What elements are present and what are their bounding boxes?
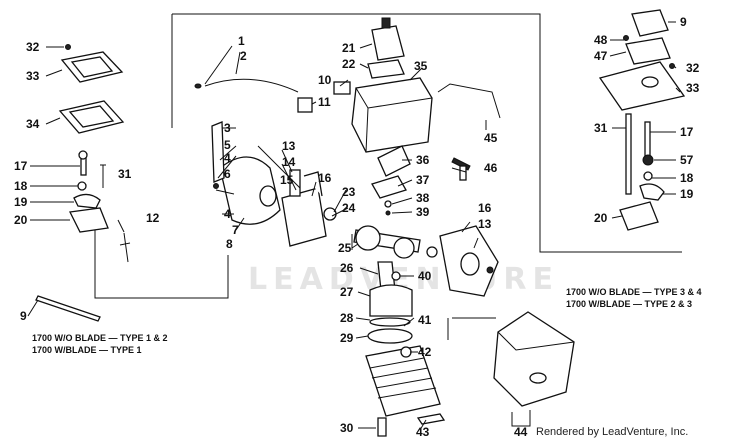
callout-39: 39 (416, 205, 430, 219)
callout-5: 5 (224, 138, 231, 152)
callout-22: 22 (342, 57, 356, 71)
note-left-line-2: 1700 W/BLADE — TYPE 1 (32, 345, 142, 355)
note-left: 1700 W/O BLADE — TYPE 1 & 2 1700 W/BLADE… (32, 332, 168, 356)
callout-19-right: 19 (680, 187, 694, 201)
render-credit: Rendered by LeadVenture, Inc. (536, 426, 689, 438)
muffler (447, 311, 575, 427)
callout-8: 8 (226, 237, 233, 251)
right-bracket-assembly (619, 113, 665, 231)
callout-7: 7 (232, 223, 239, 237)
part-11 (297, 97, 313, 113)
callout-26: 26 (340, 261, 354, 275)
note-right-line-1: 1700 W/O BLADE — TYPE 3 & 4 (566, 287, 702, 297)
callout-34: 34 (26, 117, 40, 131)
callout-45: 45 (484, 131, 498, 145)
callout-2: 2 (240, 49, 247, 63)
callout-41: 41 (418, 313, 432, 327)
callout-29: 29 (340, 331, 354, 345)
frame-line-left-bracket (94, 218, 229, 299)
callout-21: 21 (342, 41, 356, 55)
left-bracket-assembly (35, 150, 131, 322)
callout-16-right: 16 (478, 201, 492, 215)
callout-44: 44 (514, 425, 528, 439)
callout-14: 14 (282, 155, 296, 169)
callout-leaders (27, 21, 681, 431)
callout-33-right: 33 (686, 81, 700, 95)
callout-4-bottom: 4 (224, 207, 231, 221)
callout-37: 37 (416, 173, 430, 187)
callout-13-right: 13 (478, 217, 492, 231)
callout-15: 15 (280, 173, 294, 187)
callout-31-left: 31 (118, 167, 132, 181)
callout-16-left: 16 (318, 171, 332, 185)
screw-46 (459, 165, 467, 181)
callout-3: 3 (224, 121, 231, 135)
callout-24: 24 (342, 201, 356, 215)
callout-43: 43 (416, 425, 430, 439)
callout-9-left: 9 (20, 309, 27, 323)
right-cover-assembly (598, 9, 686, 111)
callout-36: 36 (416, 153, 430, 167)
callout-9-right: 9 (680, 15, 687, 29)
callout-30: 30 (340, 421, 354, 435)
callout-1: 1 (238, 34, 245, 48)
note-left-line-1: 1700 W/O BLADE — TYPE 1 & 2 (32, 333, 168, 343)
frame-line-top (172, 13, 682, 253)
callout-38: 38 (416, 191, 430, 205)
callout-33-left: 33 (26, 69, 40, 83)
callout-40: 40 (418, 269, 432, 283)
fuel-line (194, 78, 299, 93)
callout-35: 35 (414, 59, 428, 73)
callout-11: 11 (318, 95, 331, 109)
callout-18-left: 18 (14, 179, 28, 193)
air-cleaner-cover (58, 44, 125, 134)
piston-assembly (367, 284, 413, 344)
callout-12: 12 (146, 211, 160, 225)
callout-32-left: 32 (26, 40, 40, 54)
flywheel-housing (211, 121, 281, 225)
carburetor (367, 17, 405, 79)
callout-42: 42 (418, 345, 432, 359)
note-right-line-2: 1700 W/BLADE — TYPE 2 & 3 (566, 299, 693, 309)
crankshaft (323, 207, 438, 259)
callout-28: 28 (340, 311, 354, 325)
callout-47: 47 (594, 49, 608, 63)
callout-57: 57 (680, 153, 694, 167)
callout-23: 23 (342, 185, 356, 199)
callout-10: 10 (318, 73, 332, 87)
callout-4-top: 4 (224, 151, 231, 165)
callout-13-left: 13 (282, 139, 296, 153)
cylinder (365, 345, 446, 437)
callout-25: 25 (338, 241, 352, 255)
callout-20-right: 20 (594, 211, 608, 225)
callout-6: 6 (224, 167, 231, 181)
note-right: 1700 W/O BLADE — TYPE 3 & 4 1700 W/BLADE… (566, 286, 702, 310)
callout-17-right: 17 (680, 125, 694, 139)
callout-27: 27 (340, 285, 354, 299)
callout-19-left: 19 (14, 195, 28, 209)
part-10 (333, 81, 351, 95)
callout-46: 46 (484, 161, 498, 175)
fuel-tank (351, 77, 501, 153)
callout-17-left: 17 (14, 159, 28, 173)
callout-48: 48 (594, 33, 608, 47)
callout-20-left: 20 (14, 213, 28, 227)
callout-31-right: 31 (594, 121, 608, 135)
callout-32-right: 32 (686, 61, 700, 75)
crankcase-half (439, 225, 499, 297)
callout-labels: 32 33 34 17 31 18 19 20 12 9 1 2 3 5 4 1… (14, 15, 700, 439)
callout-18-right: 18 (680, 171, 694, 185)
